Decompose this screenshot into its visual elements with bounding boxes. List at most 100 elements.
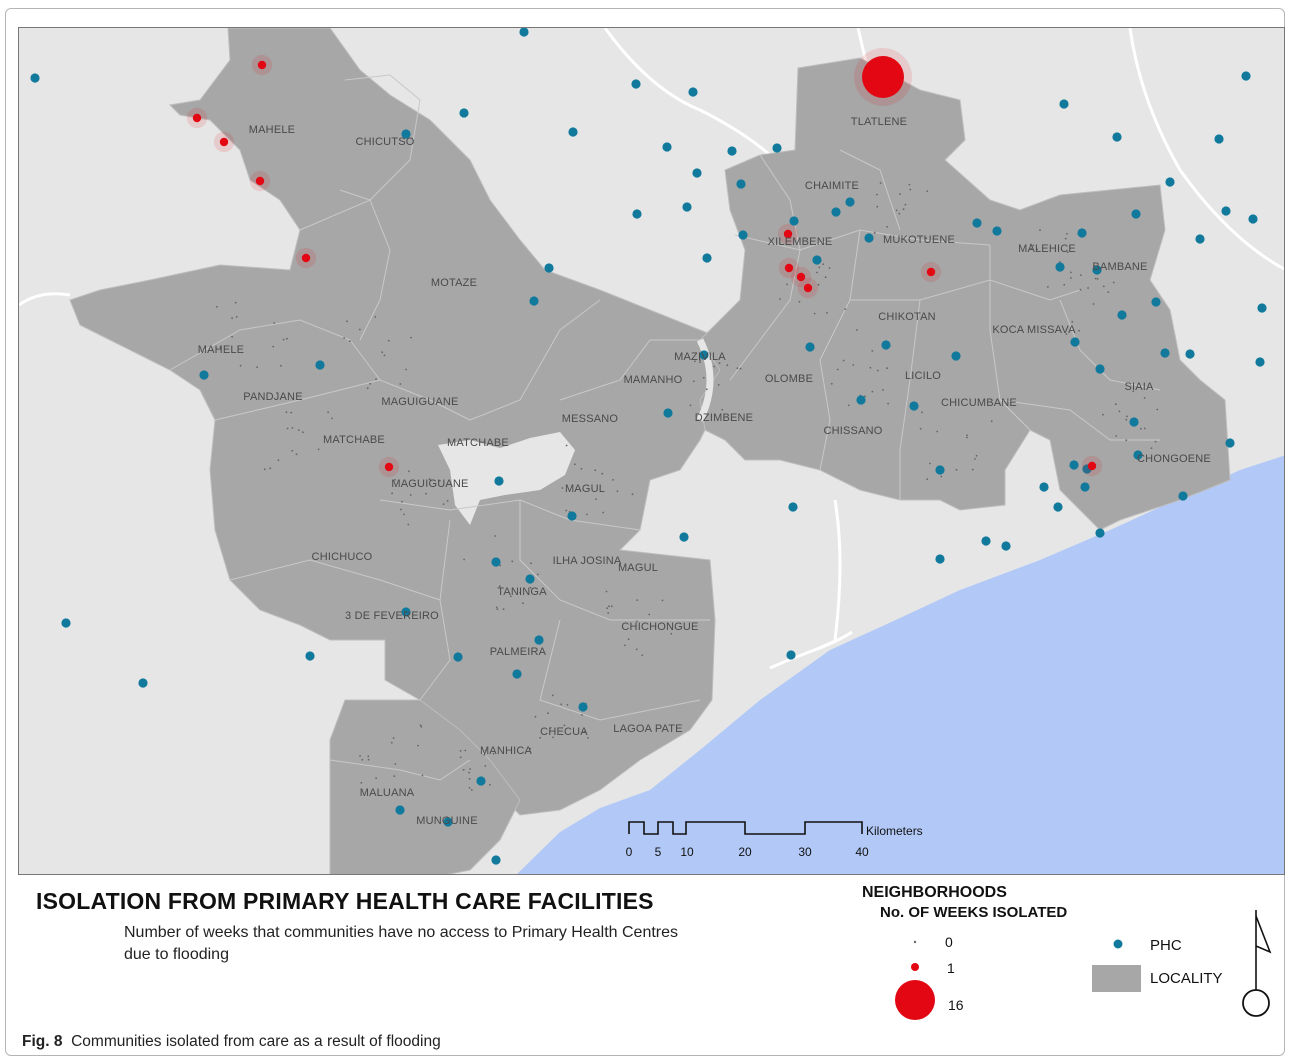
neighborhood-point — [594, 469, 597, 472]
neighborhood-point — [798, 300, 801, 303]
neighborhood-point — [390, 741, 393, 744]
neighborhood-point — [586, 513, 588, 516]
rivers — [19, 28, 1284, 641]
neighborhood-point — [272, 345, 275, 348]
neighborhood-point — [561, 487, 564, 489]
neighborhood-point — [519, 591, 521, 594]
neighborhood-point — [374, 316, 377, 318]
neighborhood-point — [280, 364, 282, 367]
neighborhood-point — [1080, 274, 1082, 276]
neighborhood-point — [277, 459, 280, 462]
phc-point — [1165, 177, 1175, 187]
phc-point — [491, 855, 501, 865]
phc-point — [1095, 528, 1105, 538]
phc-point — [864, 233, 874, 243]
locality-label: CHICUMBANE — [941, 397, 1017, 409]
neighborhood-point — [616, 490, 619, 492]
phc-point — [395, 805, 405, 815]
neighborhood-point — [717, 384, 720, 386]
neighborhood-point — [369, 382, 372, 385]
neighborhood-point — [1078, 329, 1080, 332]
neighborhood-point — [1102, 413, 1104, 416]
neighborhood-point — [1066, 232, 1068, 235]
neighborhood-point — [612, 479, 614, 481]
neighborhood-point — [828, 267, 831, 269]
neighborhood-point — [367, 758, 370, 761]
neighborhood-point — [974, 458, 976, 460]
caption-text: Communities isolated from care as a resu… — [71, 1033, 441, 1050]
phc-point — [935, 465, 945, 475]
neighborhood-point — [871, 390, 874, 393]
locality-label: MAHELE — [249, 124, 295, 136]
isolated-point — [784, 263, 794, 273]
neighborhood-point — [648, 613, 651, 616]
lake-gap — [438, 432, 575, 525]
neighborhood-point — [631, 493, 634, 496]
phc-point — [512, 669, 522, 679]
isolated-point — [384, 462, 394, 472]
isolated-point — [796, 272, 806, 282]
neighborhood-point — [495, 606, 498, 609]
north-arrow-icon — [1242, 910, 1272, 1017]
isolated-point — [257, 60, 267, 70]
phc-point — [1095, 364, 1105, 374]
localities-layer — [69, 28, 1231, 874]
phc-point — [525, 574, 535, 584]
phc-point — [305, 651, 315, 661]
legend-phc-label: PHC — [1150, 937, 1182, 954]
neighborhood-point — [463, 558, 465, 561]
neighborhood-point — [552, 736, 554, 739]
neighborhood-point — [919, 427, 922, 430]
phc-point — [30, 73, 40, 83]
neighborhood-point — [409, 494, 412, 496]
neighborhood-point — [410, 336, 412, 339]
neighborhood-point — [392, 737, 395, 739]
phc-point — [401, 129, 411, 139]
phc-point — [401, 607, 411, 617]
neighborhood-point — [381, 351, 384, 354]
locality-label: MOTAZE — [431, 277, 477, 289]
neighborhood-point — [235, 315, 238, 318]
phc-point — [772, 143, 782, 153]
phc-point — [476, 776, 486, 786]
isolated-point — [192, 113, 202, 123]
locality-polygon-south — [329, 699, 521, 874]
neighborhood-point — [895, 209, 898, 212]
neighborhood-point — [779, 298, 781, 300]
neighborhood-point — [595, 498, 597, 500]
locality-label: CHONGOENE — [1137, 453, 1211, 465]
isolated-point — [1087, 461, 1097, 471]
phc-point — [1080, 482, 1090, 492]
phc-point — [1151, 297, 1161, 307]
neighborhood-point — [608, 605, 610, 608]
phc-point — [789, 216, 799, 226]
neighborhood-point — [1036, 248, 1039, 251]
phc-point — [1112, 132, 1122, 142]
locality-label: MESSANO — [562, 413, 619, 425]
neighborhood-point — [882, 389, 884, 391]
neighborhood-point — [1071, 320, 1074, 323]
phc-point — [459, 108, 469, 118]
legend-value-1: 1 — [947, 960, 955, 976]
phc-point — [61, 618, 71, 628]
neighborhood-point — [899, 193, 901, 196]
phc-point — [453, 652, 463, 662]
neighborhood-point — [574, 463, 576, 466]
neighborhood-point — [635, 648, 638, 651]
phc-point — [491, 557, 501, 567]
neighborhood-point — [502, 608, 505, 611]
neighborhood-point — [391, 492, 393, 495]
phc-point — [682, 202, 692, 212]
neighborhood-point — [879, 182, 882, 184]
locality-label: MAHELE — [198, 344, 244, 356]
neighborhood-point — [216, 305, 218, 308]
neighborhood-point — [726, 364, 729, 367]
neighborhood-point — [1030, 247, 1033, 250]
phc-point — [812, 255, 822, 265]
neighborhood-point — [529, 747, 532, 750]
neighborhood-point — [864, 395, 866, 398]
neighborhood-point — [975, 454, 978, 457]
